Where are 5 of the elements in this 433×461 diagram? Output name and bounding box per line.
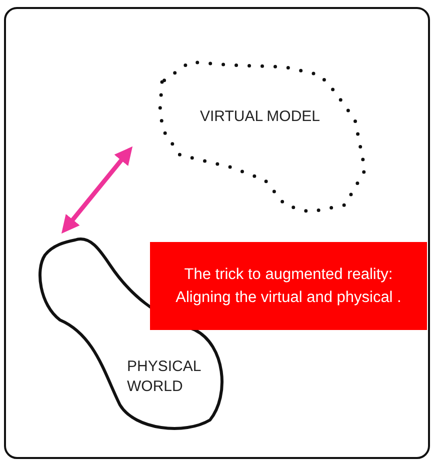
region-label: VIRTUAL MODEL [198,107,322,127]
region-label: PHYSICAL WORLD [127,357,202,397]
note-box [150,242,427,330]
double-arrow [61,146,133,234]
note-text: The trick to augmented reality: Aligning the virtual and physical . [174,265,402,308]
